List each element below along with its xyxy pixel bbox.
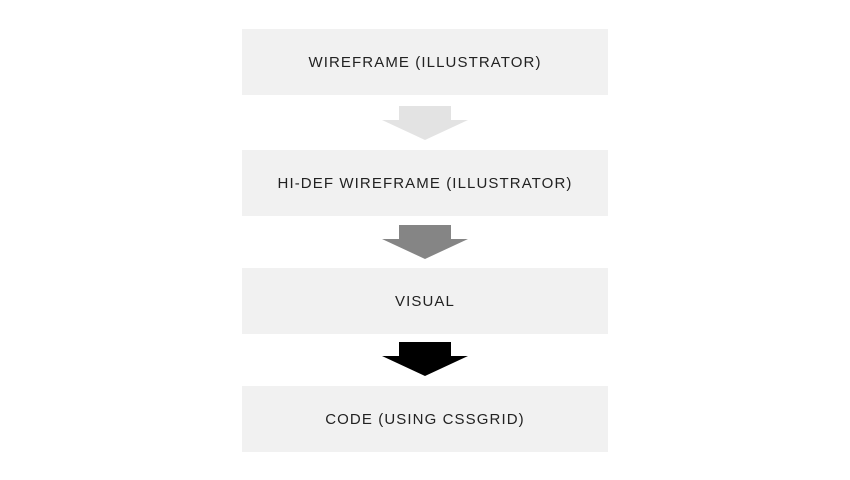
step-label: CODE (USING CSSGRID) [325, 410, 525, 428]
step-visual: VISUAL [242, 268, 608, 334]
step-code: CODE (USING CSSGRID) [242, 386, 608, 452]
step-hi-def-wireframe: HI-DEF WIREFRAME (ILLUSTRATOR) [242, 150, 608, 216]
arrow-down-icon [382, 225, 468, 259]
step-wireframe: WIREFRAME (ILLUSTRATOR) [242, 29, 608, 95]
step-label: HI-DEF WIREFRAME (ILLUSTRATOR) [277, 174, 573, 192]
step-label: VISUAL [395, 292, 455, 310]
arrow-down-icon [382, 106, 468, 140]
arrow-down-icon [382, 342, 468, 376]
step-label: WIREFRAME (ILLUSTRATOR) [308, 53, 542, 71]
